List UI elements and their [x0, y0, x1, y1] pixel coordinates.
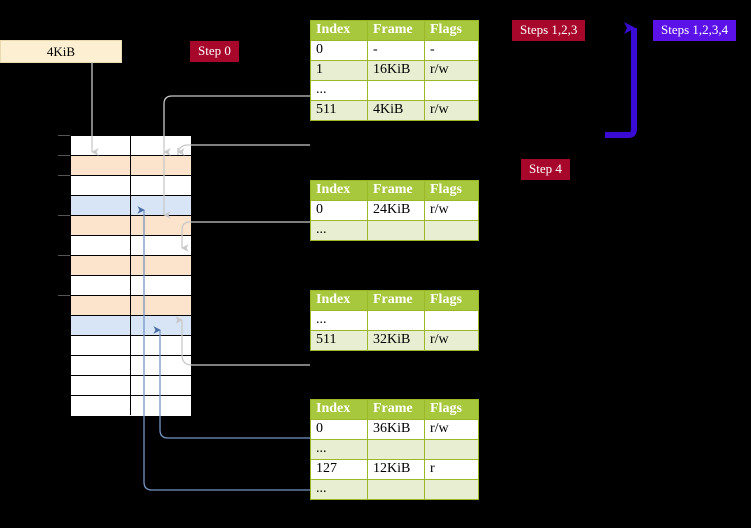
page-table-row: ... — [310, 220, 479, 241]
cell-index: 511 — [310, 100, 368, 121]
cell-flags: - — [424, 40, 479, 61]
memory-tick-mark — [58, 215, 70, 216]
cell-frame: 4KiB — [367, 100, 425, 121]
memory-frame-row — [71, 316, 191, 336]
badge-step-4: Step 4 — [521, 159, 570, 180]
memory-frame-row — [71, 336, 191, 356]
column-header-frame: Frame — [367, 20, 425, 41]
cell-flags: r/w — [424, 60, 479, 81]
cell-index: 0 — [310, 419, 368, 440]
memory-tick-mark — [58, 175, 70, 176]
cell-frame — [367, 439, 425, 460]
page-table-row: ... — [310, 439, 479, 460]
memory-frame-row — [71, 396, 191, 416]
memory-frame-row — [71, 296, 191, 316]
cell-frame: 16KiB — [367, 60, 425, 81]
wire-memory-to-l2 — [175, 316, 310, 366]
cell-frame — [367, 80, 425, 101]
frame-size-box: 4KiB — [0, 40, 122, 63]
memory-frame-row — [71, 176, 191, 196]
cell-frame — [367, 220, 425, 241]
badge-steps-1234: Steps 1,2,3,4 — [653, 20, 737, 41]
cell-frame: 36KiB — [367, 419, 425, 440]
memory-tick-mark — [58, 295, 70, 296]
cell-frame — [367, 479, 425, 500]
cell-frame: - — [367, 40, 425, 61]
memory-frame-row — [71, 196, 191, 216]
memory-tick-mark — [58, 135, 70, 136]
cell-index: ... — [310, 479, 368, 500]
column-header-index: Index — [310, 180, 368, 201]
memory-frame-row — [71, 236, 191, 256]
page-table-row: 0-- — [310, 40, 479, 61]
column-header-flags: Flags — [424, 399, 479, 420]
cell-flags — [424, 479, 479, 500]
page-table-row: ... — [310, 80, 479, 101]
page-table-row: ... — [310, 310, 479, 331]
column-header-flags: Flags — [424, 20, 479, 41]
cell-index: ... — [310, 80, 368, 101]
cell-frame: 24KiB — [367, 200, 425, 221]
memory-frame-row — [71, 156, 191, 176]
cell-index: ... — [310, 220, 368, 241]
wire-l0-entry511-to-memory — [177, 144, 310, 156]
cell-flags: r/w — [424, 200, 479, 221]
memory-tick-mark — [58, 155, 70, 156]
memory-tick-mark — [58, 255, 70, 256]
badge-steps-123: Steps 1,2,3 — [512, 20, 586, 41]
column-header-frame: Frame — [367, 290, 425, 311]
column-header-frame: Frame — [367, 399, 425, 420]
column-header-flags: Flags — [424, 290, 479, 311]
column-header-flags: Flags — [424, 180, 479, 201]
cell-flags — [424, 310, 479, 331]
column-header-index: Index — [310, 290, 368, 311]
page-table-row: ... — [310, 479, 479, 500]
memory-frame-row — [71, 216, 191, 236]
cell-index: 511 — [310, 330, 368, 351]
cell-flags: r — [424, 459, 479, 480]
memory-frame-row — [71, 256, 191, 276]
memory-frame-row — [71, 376, 191, 396]
column-header-frame: Frame — [367, 180, 425, 201]
cell-index: 127 — [310, 459, 368, 480]
cell-index: ... — [310, 439, 368, 460]
badge-step-0: Step 0 — [190, 41, 239, 62]
memory-column-divider — [130, 135, 131, 415]
cell-flags — [424, 80, 479, 101]
memory-frame-row — [71, 136, 191, 156]
cell-flags — [424, 439, 479, 460]
frame-size-label: 4KiB — [46, 44, 76, 59]
cell-flags: r/w — [424, 100, 479, 121]
column-header-index: Index — [310, 399, 368, 420]
cell-flags: r/w — [424, 330, 479, 351]
cell-frame: 12KiB — [367, 459, 425, 480]
memory-frame-row — [71, 276, 191, 296]
column-header-index: Index — [310, 20, 368, 41]
steps-bracket-arrow — [605, 22, 637, 138]
cell-index: ... — [310, 310, 368, 331]
cell-index: 1 — [310, 60, 368, 81]
cell-index: 0 — [310, 200, 368, 221]
cell-index: 0 — [310, 40, 368, 61]
cell-flags — [424, 220, 479, 241]
cell-flags: r/w — [424, 419, 479, 440]
memory-frame-row — [71, 356, 191, 376]
cell-frame — [367, 310, 425, 331]
cell-frame: 32KiB — [367, 330, 425, 351]
